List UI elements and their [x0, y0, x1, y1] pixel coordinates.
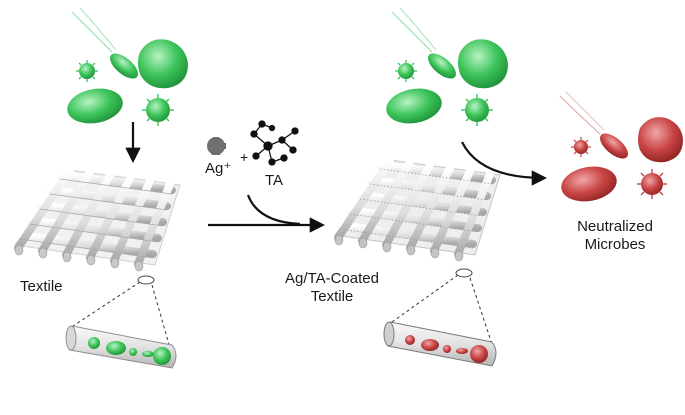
virus-icon — [142, 94, 174, 126]
label-textile: Textile — [20, 278, 63, 295]
label-ag-ion: Ag⁺ — [205, 160, 232, 177]
process-arrow — [208, 194, 326, 233]
live-microbe-cluster-right — [386, 7, 508, 126]
cocci-icon — [458, 39, 508, 89]
label-neutralized-microbes: Neutralized Microbes — [560, 218, 670, 254]
ovoid-bacterium-icon — [386, 88, 442, 124]
zoom-lines-left — [72, 281, 173, 356]
textile-weave — [14, 166, 181, 272]
label-coated-line1: Ag/TA-Coated — [285, 270, 379, 287]
virus-icon — [637, 169, 667, 199]
label-neutralized-line1: Neutralized — [577, 218, 653, 235]
bacterium-icon — [71, 7, 139, 79]
zoom-lines-right — [391, 274, 495, 351]
bacterium-icon — [391, 7, 457, 79]
virus-icon — [76, 60, 98, 82]
label-neutralized-line2: Microbes — [584, 236, 646, 253]
neutralize-arrow — [461, 141, 548, 186]
tannic-acid-molecule-icon — [250, 120, 299, 166]
label-ta: TA — [265, 172, 284, 189]
virus-icon — [571, 137, 591, 157]
zoomed-fiber-live — [65, 325, 177, 369]
label-coated-textile: Ag/TA-Coated Textile — [272, 270, 392, 306]
cocci-icon — [138, 39, 188, 89]
virus-icon — [461, 94, 493, 126]
cocci-icon — [638, 117, 683, 163]
neutralized-microbe-cluster — [559, 91, 683, 202]
virus-icon — [395, 60, 417, 82]
zoom-origin-right — [455, 268, 473, 278]
label-coated-line2: Textile — [310, 288, 354, 305]
zoom-origin-left — [137, 275, 155, 285]
ovoid-bacterium-icon — [561, 166, 617, 202]
coated-textile-weave — [334, 156, 501, 262]
label-plus: + — [240, 149, 249, 165]
live-microbe-cluster-left — [67, 7, 188, 126]
ovoid-bacterium-icon — [67, 88, 123, 124]
ag-ion-icon — [207, 137, 226, 155]
zoomed-fiber-neutralized — [383, 321, 497, 367]
bacterium-icon — [559, 91, 629, 159]
